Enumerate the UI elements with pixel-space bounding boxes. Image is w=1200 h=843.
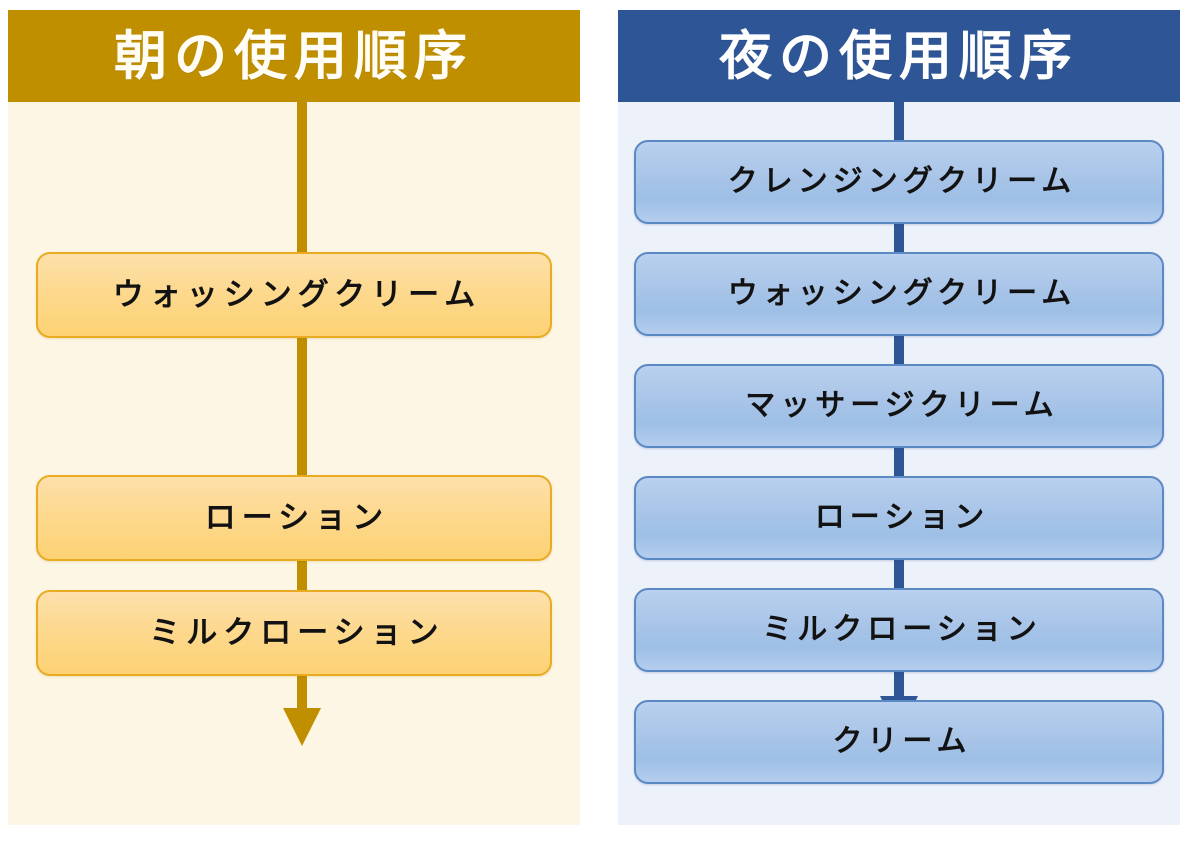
night-step-3[interactable]: マッサージクリーム — [634, 364, 1164, 448]
night-panel-header: 夜の使用順序 — [618, 10, 1180, 102]
night-panel-title: 夜の使用順序 — [719, 25, 1079, 87]
morning-step-2-label: ローション — [204, 499, 390, 536]
night-step-2-label: ウォッシングクリーム — [727, 276, 1077, 311]
night-routine-panel: 夜の使用順序 クレンジングクリーム ウォッシングクリーム マッサージクリーム ロ… — [618, 10, 1180, 825]
arrow-down-icon — [283, 708, 321, 746]
morning-flow-body: ウォッシングクリーム ローション ミルクローション — [8, 102, 580, 825]
morning-routine-panel: 朝の使用順序 ウォッシングクリーム ローション ミルクローション — [8, 10, 580, 825]
morning-step-3[interactable]: ミルクローション — [36, 590, 552, 676]
morning-step-1-label: ウォッシングクリーム — [112, 276, 482, 313]
morning-flow-connector-line — [297, 102, 307, 714]
night-step-6-label: クリーム — [832, 724, 972, 759]
night-step-4[interactable]: ローション — [634, 476, 1164, 560]
morning-step-1[interactable]: ウォッシングクリーム — [36, 252, 552, 338]
night-flow-body: クレンジングクリーム ウォッシングクリーム マッサージクリーム ローション ミル… — [618, 102, 1180, 825]
morning-panel-title: 朝の使用順序 — [114, 25, 474, 87]
night-step-2[interactable]: ウォッシングクリーム — [634, 252, 1164, 336]
night-step-4-label: ローション — [814, 500, 990, 535]
morning-step-3-label: ミルクローション — [149, 614, 445, 651]
morning-step-2[interactable]: ローション — [36, 475, 552, 561]
night-step-6[interactable]: クリーム — [634, 700, 1164, 784]
night-step-1[interactable]: クレンジングクリーム — [634, 140, 1164, 224]
night-step-5[interactable]: ミルクローション — [634, 588, 1164, 672]
night-step-1-label: クレンジングクリーム — [727, 164, 1077, 199]
night-step-3-label: マッサージクリーム — [745, 388, 1059, 423]
morning-panel-header: 朝の使用順序 — [8, 10, 580, 102]
night-step-5-label: ミルクローション — [762, 612, 1042, 647]
